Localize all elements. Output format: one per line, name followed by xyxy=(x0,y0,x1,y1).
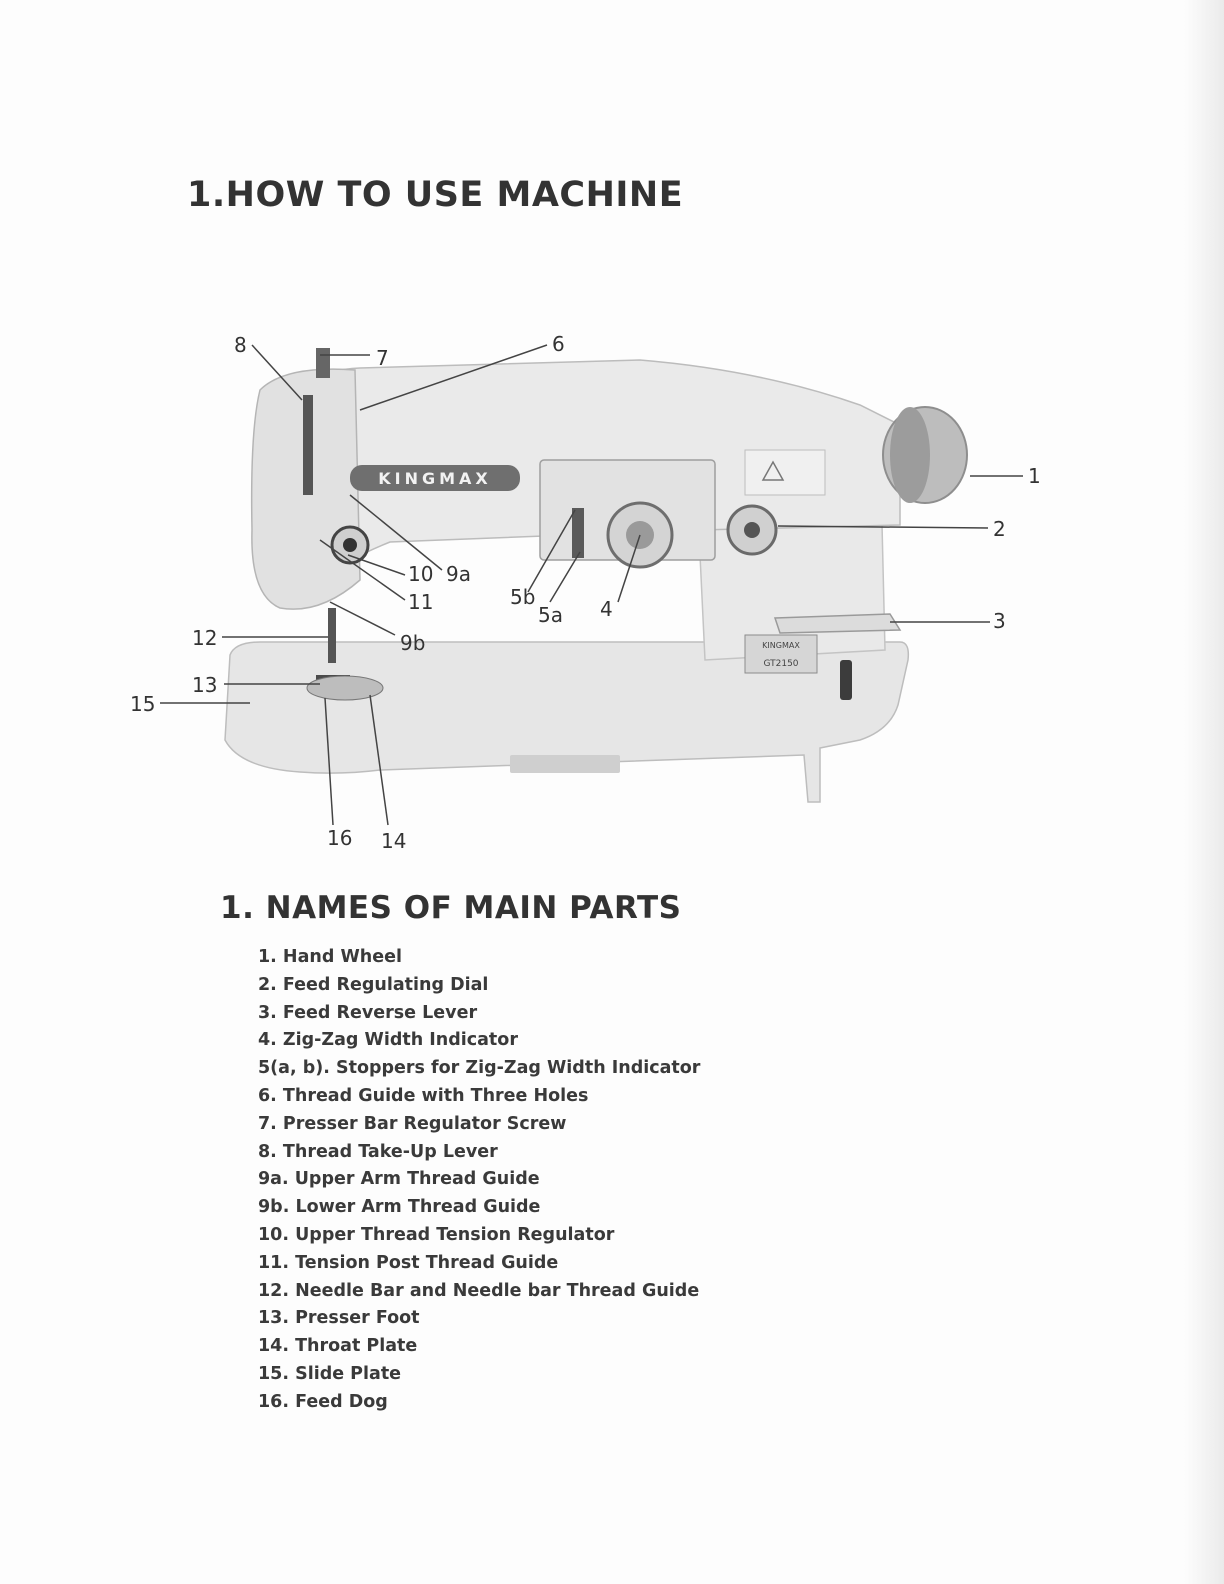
section-title: 1.HOW TO USE MACHINE xyxy=(187,175,683,215)
callout-12: 12 xyxy=(192,626,217,650)
parts-list-item: 9b. Lower Arm Thread Guide xyxy=(258,1194,700,1222)
tension-regulator-center xyxy=(343,538,357,552)
zigzag-stoppers xyxy=(572,508,584,558)
parts-list-item: 8. Thread Take-Up Lever xyxy=(258,1139,700,1167)
callout-6: 6 xyxy=(552,332,565,356)
parts-list: 1. Hand Wheel 2. Feed Regulating Dial 3.… xyxy=(258,944,700,1417)
parts-list-item: 12. Needle Bar and Needle bar Thread Gui… xyxy=(258,1278,700,1306)
side-badge-brand: KINGMAX xyxy=(762,641,800,650)
parts-list-item: 3. Feed Reverse Lever xyxy=(258,1000,700,1028)
callout-2: 2 xyxy=(993,517,1006,541)
feed-reverse-lever xyxy=(775,614,900,633)
callout-5a: 5a xyxy=(538,603,563,627)
callout-8: 8 xyxy=(234,333,247,357)
parts-list-item: 5(a, b). Stoppers for Zig-Zag Width Indi… xyxy=(258,1055,700,1083)
parts-list-item: 4. Zig-Zag Width Indicator xyxy=(258,1027,700,1055)
parts-list-item: 7. Presser Bar Regulator Screw xyxy=(258,1111,700,1139)
parts-list-item: 10. Upper Thread Tension Regulator xyxy=(258,1222,700,1250)
bed-front-rail xyxy=(510,755,620,773)
scan-edge-shadow xyxy=(1184,0,1224,1584)
parts-heading: 1. NAMES OF MAIN PARTS xyxy=(220,890,681,926)
presser-bar-screw xyxy=(316,348,330,378)
callout-10: 10 xyxy=(408,562,433,586)
callout-14: 14 xyxy=(381,829,406,853)
parts-list-item: 13. Presser Foot xyxy=(258,1305,700,1333)
sewing-machine-figure: KINGMAX KINGMAX GT2150 xyxy=(120,330,1060,860)
take-up-lever-slot xyxy=(303,395,313,495)
brand-plate-text: KINGMAX xyxy=(378,469,492,488)
parts-list-item: 2. Feed Regulating Dial xyxy=(258,972,700,1000)
callout-13: 13 xyxy=(192,673,217,697)
needle-bar xyxy=(328,608,336,663)
hand-wheel-rim xyxy=(890,407,930,503)
callout-15: 15 xyxy=(130,692,155,716)
parts-list-item: 11. Tension Post Thread Guide xyxy=(258,1250,700,1278)
knee-lever-post xyxy=(840,660,852,700)
callout-9a: 9a xyxy=(446,562,471,586)
callout-11: 11 xyxy=(408,590,433,614)
warning-label xyxy=(745,450,825,495)
feed-regulating-dial-center xyxy=(744,522,760,538)
throat-plate xyxy=(307,676,383,700)
parts-list-item: 14. Throat Plate xyxy=(258,1333,700,1361)
sewing-machine-diagram: KINGMAX KINGMAX GT2150 xyxy=(120,330,1060,860)
parts-list-item: 15. Slide Plate xyxy=(258,1361,700,1389)
parts-list-item: 9a. Upper Arm Thread Guide xyxy=(258,1166,700,1194)
parts-list-item: 1. Hand Wheel xyxy=(258,944,700,972)
callout-7: 7 xyxy=(376,346,389,370)
callout-16: 16 xyxy=(327,826,352,850)
callout-1: 1 xyxy=(1028,464,1041,488)
side-badge-model: GT2150 xyxy=(763,659,798,669)
parts-list-item: 16. Feed Dog xyxy=(258,1389,700,1417)
callout-9b: 9b xyxy=(400,631,425,655)
callout-5b: 5b xyxy=(510,585,535,609)
callout-4: 4 xyxy=(600,597,613,621)
callout-3: 3 xyxy=(993,609,1006,633)
parts-list-item: 6. Thread Guide with Three Holes xyxy=(258,1083,700,1111)
